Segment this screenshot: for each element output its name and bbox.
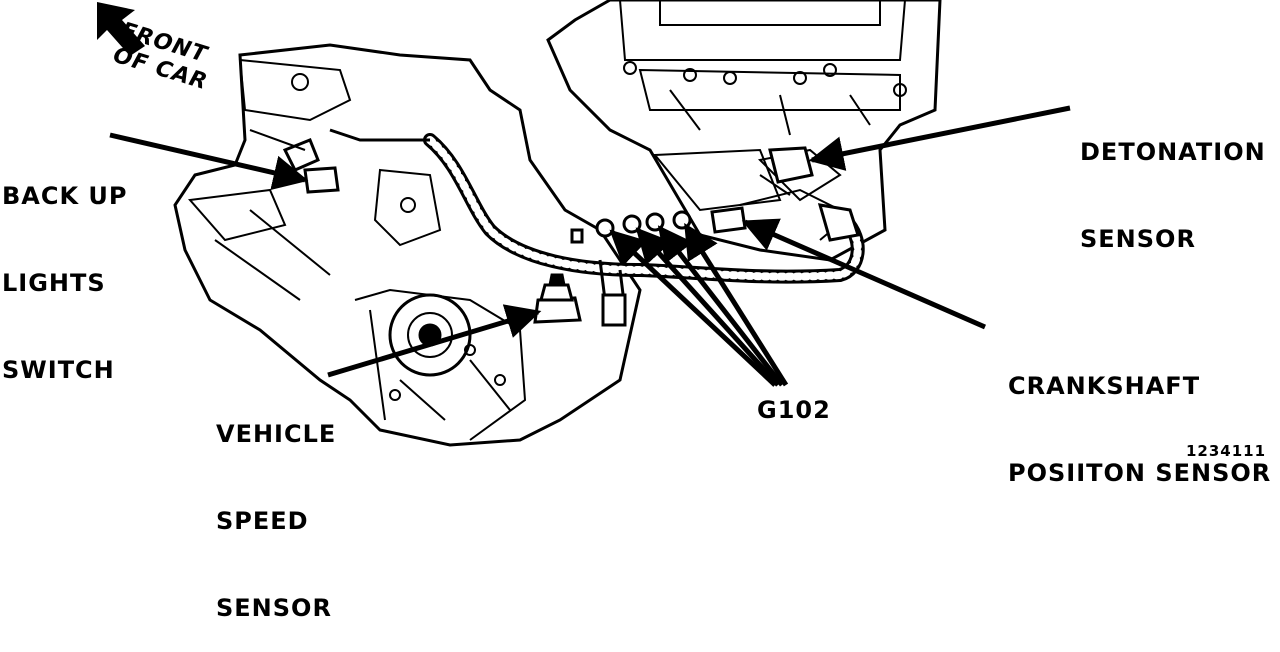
- backup-switch-leader: [109, 132, 309, 190]
- engine-block: [546, 0, 942, 262]
- backup-label-line3: SWITCH: [2, 356, 115, 384]
- backup-label-line2: LIGHTS: [2, 269, 106, 297]
- detonation-sensor-part: [759, 146, 814, 196]
- backup-label-line1: BACK UP: [2, 182, 128, 210]
- detonation-label-line2: SENSOR: [1080, 225, 1196, 253]
- crankshaft-label-line1: CRANKSHAFT: [1008, 372, 1201, 400]
- vss-label-line1: VEHICLE: [216, 420, 337, 448]
- backup-lights-switch-label: BACK UP LIGHTS SWITCH: [2, 124, 128, 414]
- vss-label-line2: SPEED: [216, 507, 309, 535]
- front-of-car-arrow-icon: [97, 2, 145, 56]
- g102-leader-4: [683, 223, 789, 387]
- detonation-leader: [808, 105, 1071, 171]
- figure-number: 1234111: [1186, 442, 1267, 460]
- differential-housing: [354, 288, 527, 441]
- ground-g102-label: G102: [757, 396, 831, 424]
- detonation-label-line1: DETONATION: [1080, 138, 1266, 166]
- vss-label-line3: SENSOR: [216, 594, 332, 622]
- wiring-harness: [329, 128, 865, 311]
- transaxle-housing: [173, 43, 642, 447]
- crankshaft-position-sensor-part: [710, 203, 860, 242]
- vss-leader: [327, 304, 542, 378]
- crankshaft-leader: [741, 218, 987, 330]
- g102-leader-2: [635, 227, 780, 387]
- g102-leader-3: [657, 225, 784, 387]
- vehicle-speed-sensor-label: VEHICLE SPEED SENSOR: [216, 362, 336, 652]
- crankshaft-position-sensor-label: CRANKSHAFT POSIITON SENSOR: [1008, 314, 1271, 517]
- crankshaft-label-line2: POSIITON SENSOR: [1008, 459, 1272, 487]
- backup-lights-switch-part: [249, 129, 340, 194]
- engine-transaxle-diagram: [97, 0, 1071, 447]
- vehicle-speed-sensor-part: [533, 273, 582, 324]
- detonation-sensor-label: DETONATION SENSOR: [1080, 80, 1266, 283]
- leader-arrows: [109, 105, 1071, 387]
